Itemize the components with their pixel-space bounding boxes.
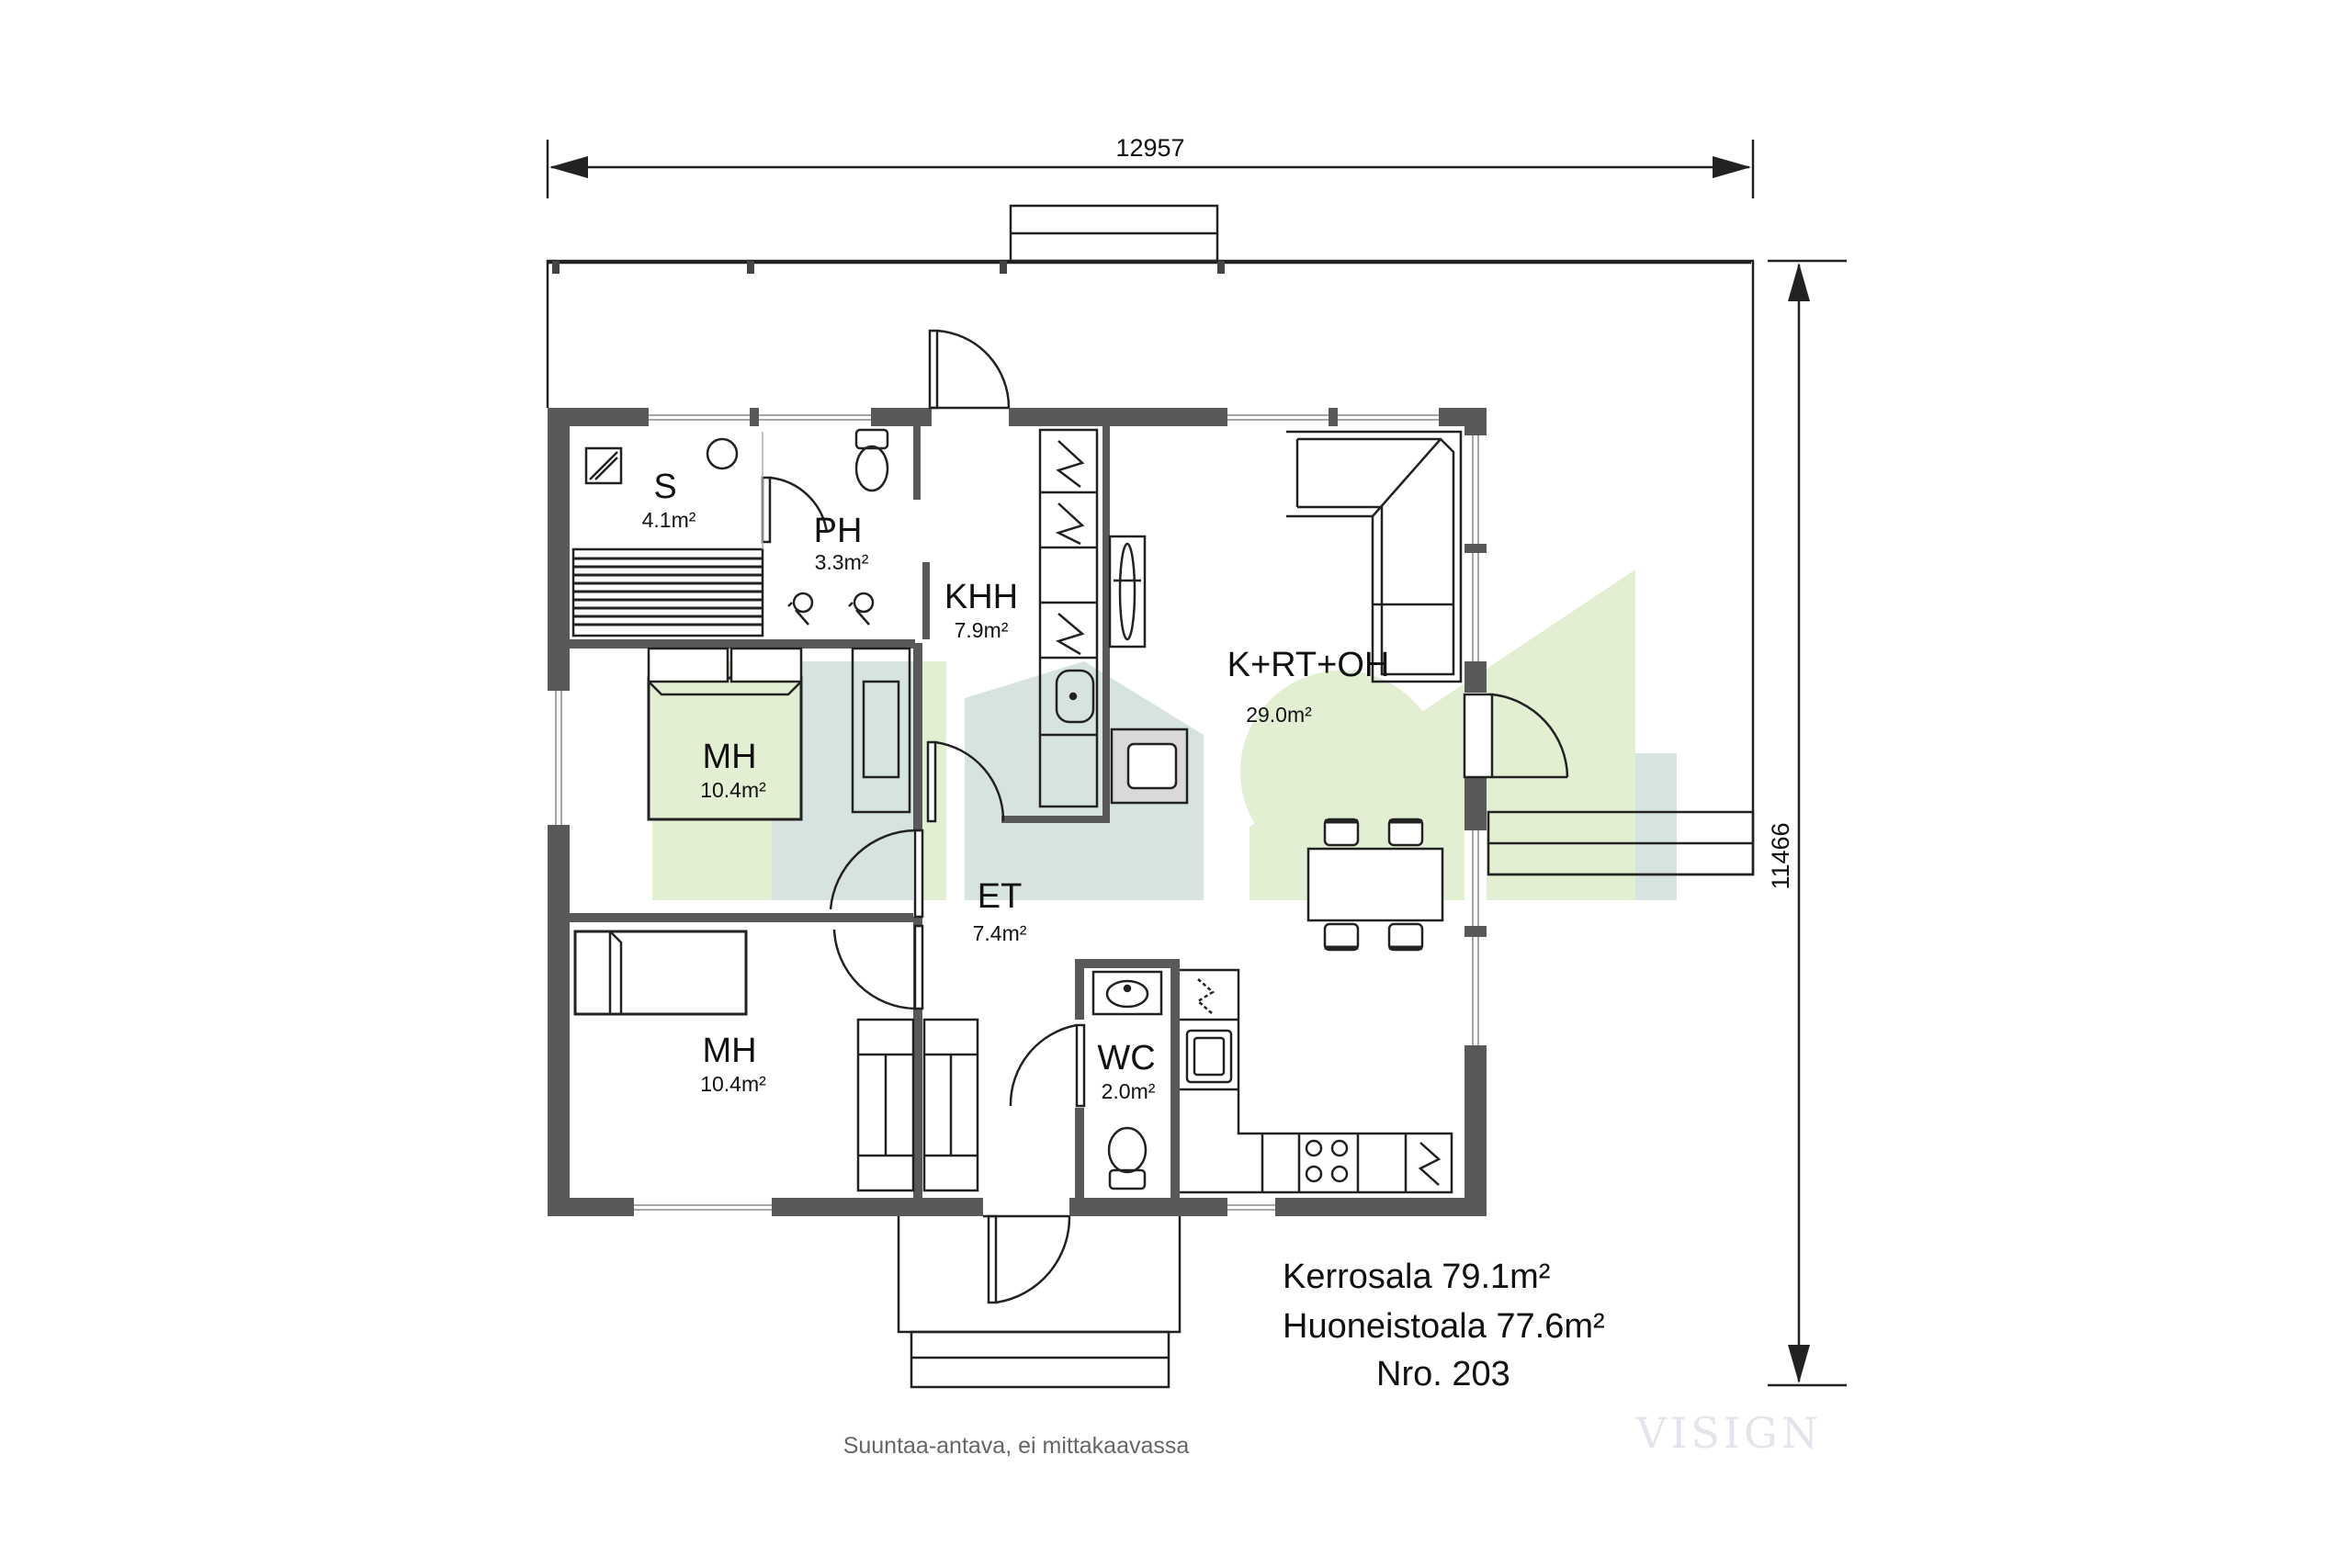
- room-name-hallway: ET: [978, 877, 1023, 916]
- width-dimension-label: 12957: [1115, 134, 1184, 162]
- fixtures: [571, 428, 1463, 1194]
- room-name-bathroom: PH: [814, 512, 863, 550]
- room-labels: S 4.1m² PH 3.3m² KHH 7.9m² K+RT+OH 29.0m…: [642, 468, 1390, 1103]
- living-area-text: Huoneistoala 77.6m²: [1283, 1307, 1605, 1346]
- room-area-bedroom-1: 10.4m²: [700, 778, 766, 802]
- scale-note: Suuntaa-antava, ei mittakaavassa: [843, 1433, 1190, 1459]
- entrance-porch: [897, 1216, 1182, 1389]
- room-name-toilet: WC: [1097, 1039, 1155, 1077]
- room-area-hallway: 7.4m²: [973, 921, 1027, 945]
- height-dimension: [1768, 259, 1847, 1387]
- watermark-logo-shapes: [652, 570, 1677, 900]
- watermark-logo-text: VISIGN: [1635, 1408, 1822, 1458]
- room-area-bathroom: 3.3m²: [815, 550, 869, 574]
- room-area-utility: 7.9m²: [955, 618, 1009, 642]
- room-name-kitchen-living: K+RT+OH: [1227, 646, 1390, 684]
- room-area-bedroom-2: 10.4m²: [700, 1072, 766, 1096]
- floor-area-text: Kerrosala 79.1m²: [1283, 1258, 1550, 1296]
- room-area-toilet: 2.0m²: [1102, 1079, 1156, 1103]
- area-summary: Kerrosala 79.1m² Huoneistoala 77.6m² Nro…: [1283, 1258, 1605, 1393]
- room-name-utility: KHH: [944, 578, 1018, 616]
- height-dimension-label: 11466: [1767, 822, 1794, 889]
- plan-number-text: Nro. 203: [1376, 1355, 1510, 1393]
- room-name-bedroom-1: MH: [702, 738, 756, 776]
- width-dimension: [546, 140, 1755, 198]
- room-area-kitchen-living: 29.0m²: [1246, 703, 1312, 727]
- doors: [761, 329, 1569, 1304]
- room-name-bedroom-2: MH: [702, 1032, 756, 1070]
- room-area-sauna: 4.1m²: [642, 508, 696, 532]
- room-name-sauna: S: [653, 468, 676, 506]
- terrace-outline: [546, 204, 1755, 876]
- windows: [548, 408, 1487, 1216]
